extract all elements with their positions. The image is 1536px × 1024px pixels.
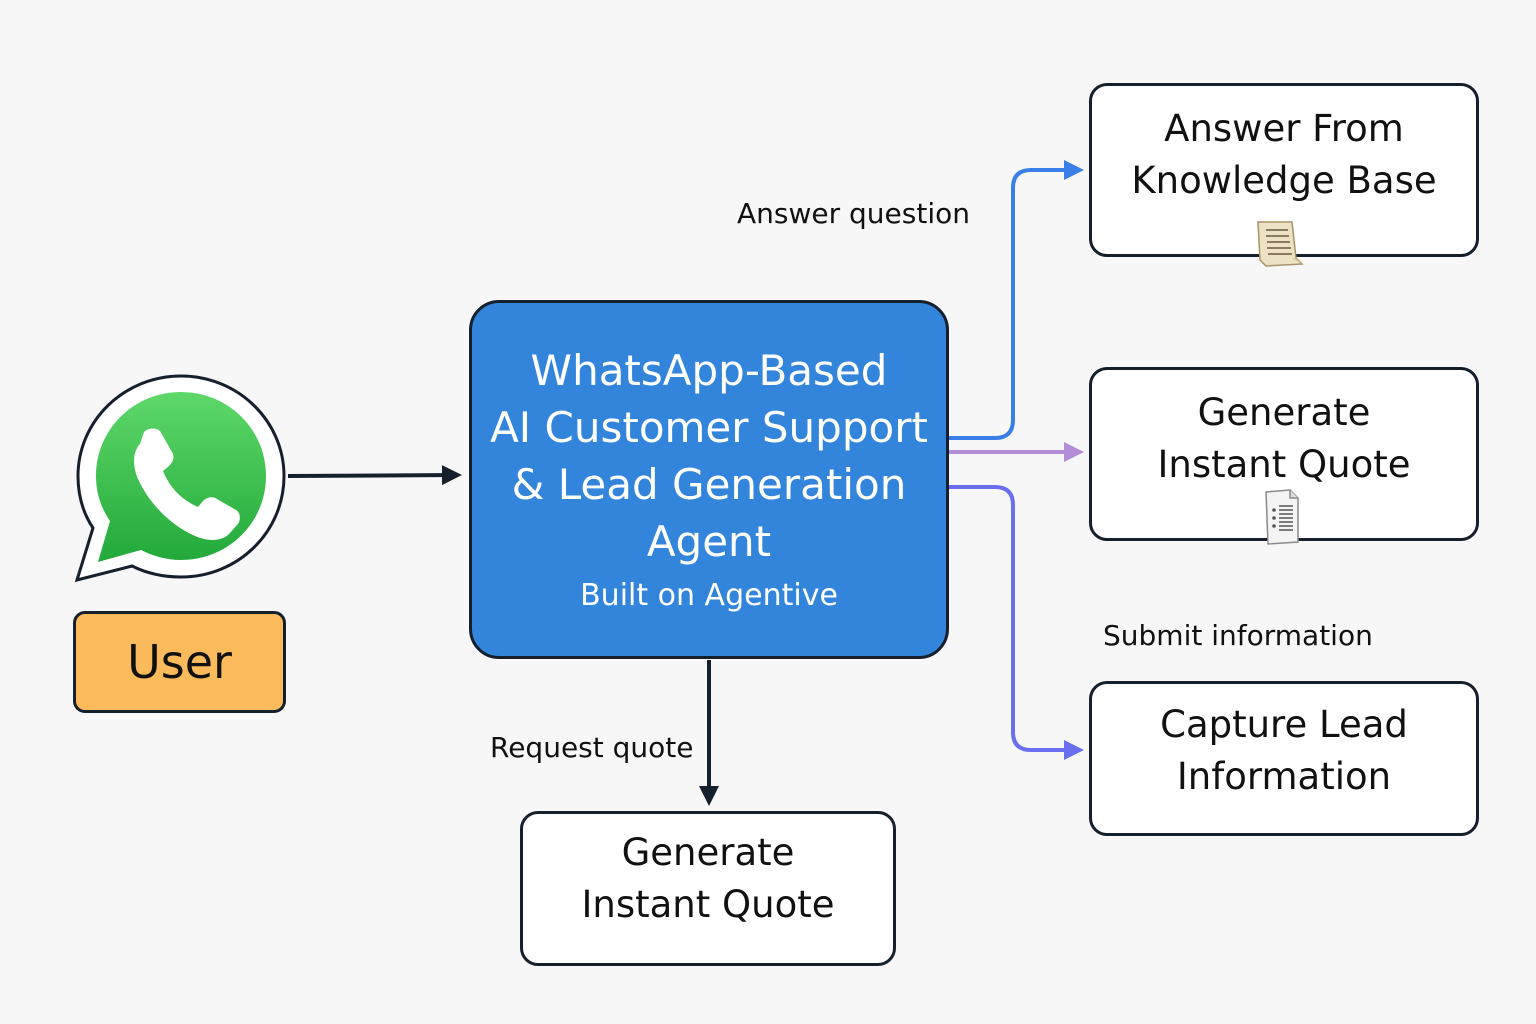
edge-agent-to-lead: [949, 485, 1084, 760]
edge-label-request-quote: Request quote: [490, 731, 694, 764]
scroll-icon: [1257, 221, 1304, 267]
user-label: User: [127, 635, 232, 689]
agent-node: WhatsApp-Based AI Customer Support & Lea…: [469, 300, 949, 659]
capture-lead-node: Capture Lead Information: [1089, 681, 1479, 836]
whatsapp-logo-icon: [74, 374, 286, 583]
knowledge-base-node: Answer From Knowledge Base: [1089, 83, 1479, 257]
knowledge-base-label: Answer From Knowledge Base: [1131, 107, 1437, 202]
edge-label-answer-question: Answer question: [737, 197, 970, 230]
edge-user-to-agent: [287, 465, 462, 486]
capture-lead-label: Capture Lead Information: [1160, 702, 1408, 798]
instant-quote-bottom-label: Generate Instant Quote: [581, 830, 835, 926]
document-icon: [1265, 489, 1299, 545]
agent-title: WhatsApp-Based AI Customer Support & Lea…: [490, 345, 928, 566]
edge-label-submit-information: Submit information: [1103, 619, 1373, 652]
edge-agent-to-knowledge: [949, 160, 1084, 440]
instant-quote-right-label: Generate Instant Quote: [1157, 391, 1411, 486]
user-badge: User: [73, 611, 286, 713]
agent-subtitle: Built on Agentive: [580, 577, 838, 613]
instant-quote-bottom-node: Generate Instant Quote: [520, 811, 896, 966]
